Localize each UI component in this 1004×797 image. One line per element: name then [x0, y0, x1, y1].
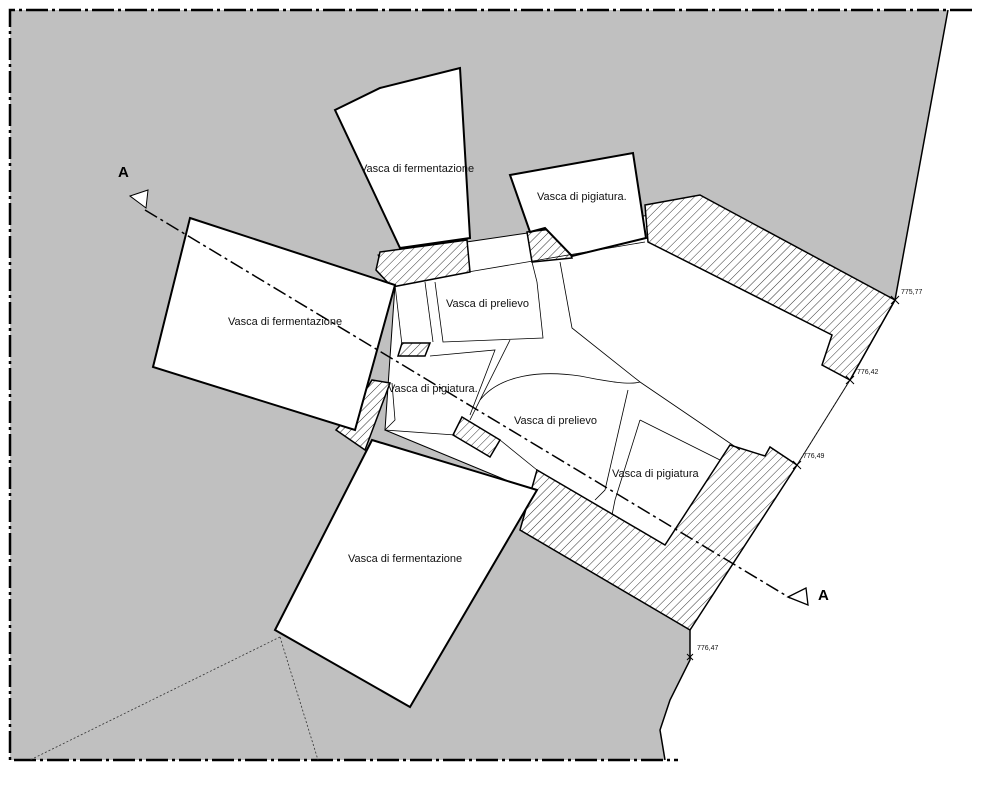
interior-lines: [384, 241, 741, 516]
cross-marker-icon: [792, 460, 802, 470]
room-label: Vasca di pigiatura: [612, 468, 700, 480]
dotted-lines: [29, 379, 851, 761]
wall-hatch: [396, 342, 432, 357]
section-line: [144, 209, 791, 599]
section-arrow-start-icon: [128, 189, 149, 209]
wall-hatch: [644, 194, 897, 382]
cross-marker-icon: [845, 375, 855, 385]
wall-hatch: [519, 444, 799, 632]
hatched-walls: [334, 194, 897, 632]
elevation-label: 776,49: [803, 453, 825, 460]
cross-marker-icon: [686, 653, 694, 661]
room-label: Vasca di fermentazione: [228, 316, 342, 328]
room-label: Vasca di prelievo: [514, 415, 597, 427]
section-label-start: A: [118, 164, 129, 181]
room-label: Vasca di prelievo: [446, 298, 529, 310]
room-label: Vasca di fermentazione: [360, 163, 474, 175]
room-ferm-left: [151, 216, 397, 432]
elevation-label: 776,47: [697, 645, 719, 652]
room-label: Vasca di pigiatura.: [537, 191, 627, 203]
section-arrow-end-icon: [786, 587, 809, 607]
room-ferm-top: [333, 66, 472, 250]
room-label: Vasca di pigiatura.: [388, 383, 478, 395]
room-ferm-bottom: [273, 438, 539, 709]
wall-hatch: [375, 239, 471, 288]
cross-marker-icon: [890, 295, 900, 305]
drawing-frame: [8, 8, 972, 762]
wall-hatch: [452, 415, 502, 459]
room-pig-top: [508, 151, 648, 258]
elevation-label: 776,42: [857, 369, 879, 376]
elevation-markers: [686, 295, 900, 661]
room-label: Vasca di fermentazione: [348, 553, 462, 565]
section-label-end: A: [818, 587, 829, 604]
site-boundary-lower: [659, 630, 691, 761]
elevation-label: 775,77: [901, 289, 923, 296]
